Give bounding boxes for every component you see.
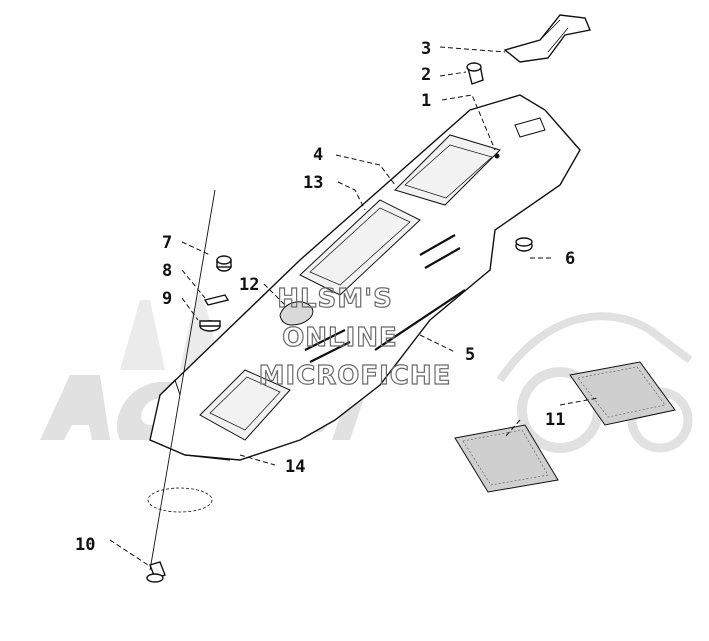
callout-12: 12 bbox=[239, 275, 259, 295]
callout-5: 5 bbox=[465, 345, 475, 365]
part-6-grommet bbox=[515, 237, 533, 252]
callout-10: 10 bbox=[75, 535, 95, 555]
callout-8: 8 bbox=[162, 261, 172, 281]
callout-2: 2 bbox=[421, 65, 431, 85]
callout-3: 3 bbox=[421, 39, 431, 59]
callout-1: 1 bbox=[421, 91, 431, 111]
leader-lines bbox=[109, 46, 599, 566]
part-9-spacer bbox=[199, 320, 221, 332]
callout-14: 14 bbox=[285, 457, 305, 477]
watermark-line-3: MICROFICHE bbox=[259, 361, 452, 391]
callout-7: 7 bbox=[162, 233, 172, 253]
part-2-plug bbox=[466, 62, 484, 85]
callout-11: 11 bbox=[545, 410, 565, 430]
callout-6: 6 bbox=[565, 249, 575, 269]
watermark-line-1: HLSM'S bbox=[277, 284, 393, 314]
part-7-nut bbox=[216, 255, 232, 272]
watermark-line-2: ONLINE bbox=[282, 323, 398, 353]
callout-13: 13 bbox=[303, 173, 323, 193]
callout-labels: 1 2 3 4 5 6 7 8 9 10 11 12 13 14 bbox=[75, 39, 575, 555]
part-12-clip bbox=[279, 301, 314, 326]
callout-9: 9 bbox=[162, 289, 172, 309]
part-8-washer bbox=[203, 294, 230, 306]
part-1-skid-plate bbox=[149, 94, 581, 461]
part-11-traction-strip bbox=[454, 361, 676, 493]
part-10-bolt bbox=[146, 189, 216, 583]
callout-4: 4 bbox=[313, 145, 323, 165]
part-3-bracket bbox=[503, 14, 591, 63]
hlsm-watermark: HLSM'S ONLINE MICROFICHE bbox=[258, 283, 452, 391]
